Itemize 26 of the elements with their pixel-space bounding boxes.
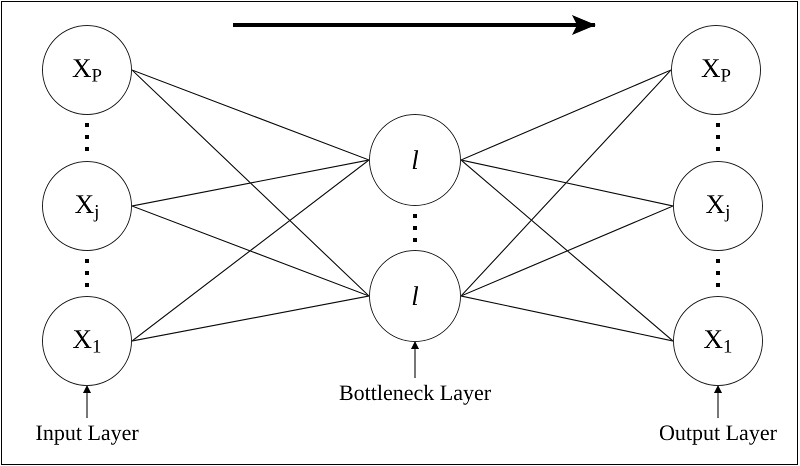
connection-line <box>460 295 674 342</box>
neuron-label: l <box>411 280 419 312</box>
neuron-label: X$_{j}$ <box>74 188 100 224</box>
neuron-label: X$_{P}$ <box>700 52 731 88</box>
connection-line <box>460 159 674 207</box>
layer-label: Bottleneck Layer <box>339 380 492 406</box>
connection-line <box>132 160 370 342</box>
layer-label: Input Layer <box>36 420 139 446</box>
neuron-label: X$_{j}$ <box>706 188 730 224</box>
connection-line <box>460 69 672 161</box>
layer-label: Output Layer <box>659 420 777 446</box>
connection-line <box>460 205 674 297</box>
connection-line <box>460 160 674 342</box>
connection-line <box>132 205 370 297</box>
neuron-label: X$_{P}$ <box>72 52 102 88</box>
arrow <box>714 385 722 418</box>
connection-line <box>132 295 370 342</box>
neuron-label: l <box>411 144 419 176</box>
connection-line <box>132 69 370 161</box>
connection-line <box>132 159 370 207</box>
arrow <box>411 341 419 378</box>
neuron-label: X$_{1}$ <box>72 324 102 358</box>
arrow <box>83 385 91 418</box>
neuron-label: X$_{1}$ <box>704 324 732 358</box>
connection-line <box>132 70 370 296</box>
connection-line <box>460 70 672 296</box>
